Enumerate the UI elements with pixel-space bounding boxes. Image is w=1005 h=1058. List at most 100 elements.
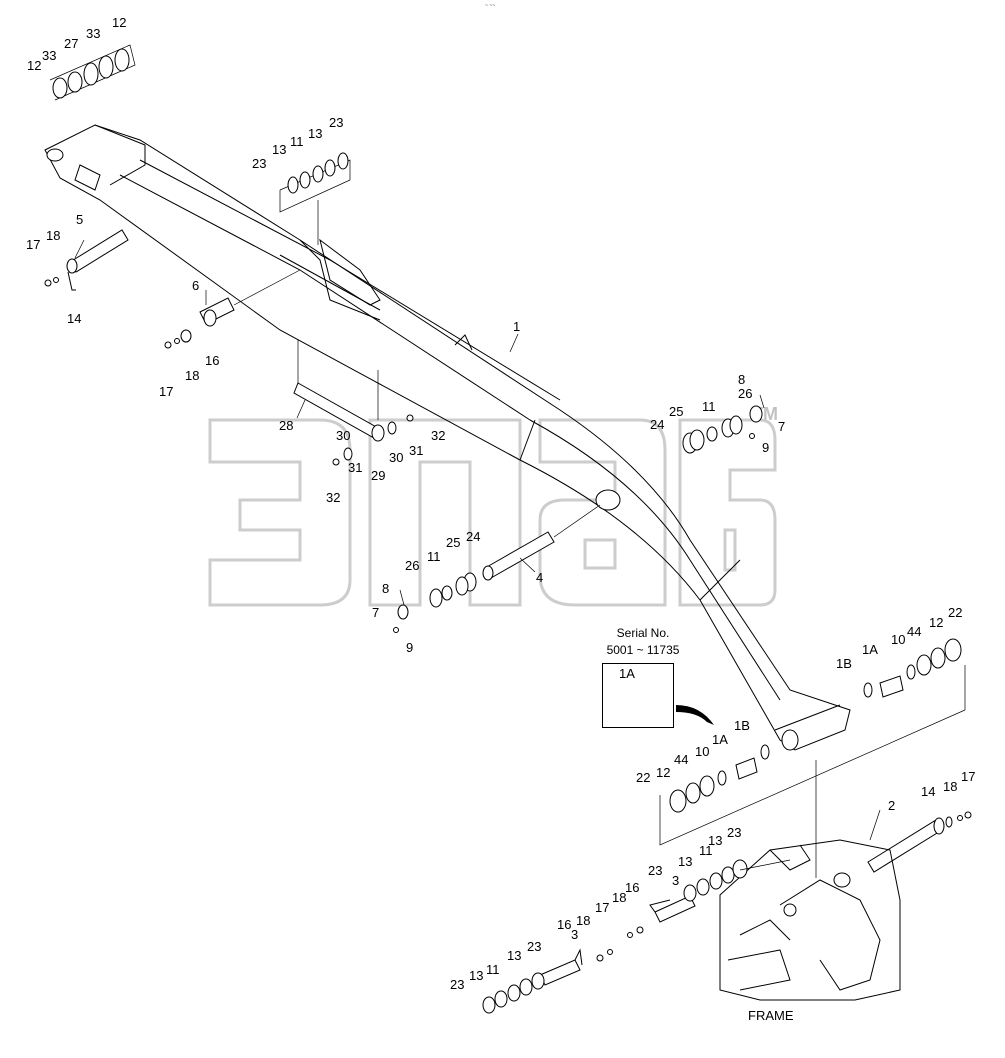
part-label-17: 17 xyxy=(26,237,40,252)
pin-4 xyxy=(393,504,601,633)
part-label-13: 13 xyxy=(308,126,322,141)
part-label-11: 11 xyxy=(486,962,500,977)
part-label-26: 26 xyxy=(738,386,752,401)
part-label-17: 17 xyxy=(159,384,173,399)
part-label-33: 33 xyxy=(42,48,56,63)
washer-group-top-left xyxy=(49,44,136,101)
part-labels: 1233273312231311132351718146161817128303… xyxy=(26,15,975,992)
part-label-12: 12 xyxy=(929,615,943,630)
part-label-13: 13 xyxy=(708,833,722,848)
part-label-29: 29 xyxy=(371,468,385,483)
part-label-16: 16 xyxy=(205,353,219,368)
part-label-28: 28 xyxy=(279,418,293,433)
serial-line-1: Serial No. xyxy=(616,626,670,640)
part-label-7: 7 xyxy=(372,605,379,620)
part-label-23: 23 xyxy=(450,977,464,992)
serial-callout-text: Serial No. 5001 ~ 11735 xyxy=(588,625,698,659)
part-label-17: 17 xyxy=(961,769,975,784)
part-label-31: 31 xyxy=(409,443,423,458)
part-label-30: 30 xyxy=(336,428,350,443)
part-label-24: 24 xyxy=(650,417,664,432)
header-mark: ~ ~~ xyxy=(485,3,496,9)
callout-part-label: 1A xyxy=(619,666,635,681)
part-label-12: 12 xyxy=(656,765,670,780)
part-label-18: 18 xyxy=(46,228,60,243)
serial-callout-box: 1A xyxy=(602,663,674,728)
part-label-1b: 1B xyxy=(734,718,750,733)
part-label-18: 18 xyxy=(612,890,626,905)
part-label-17: 17 xyxy=(595,900,609,915)
part-label-11: 11 xyxy=(290,134,304,149)
washer-group-top-middle xyxy=(279,152,351,245)
part-label-12: 12 xyxy=(27,58,41,73)
part-label-24: 24 xyxy=(466,529,480,544)
part-label-4: 4 xyxy=(536,570,543,585)
part-label-23: 23 xyxy=(648,863,662,878)
part-label-1b: 1B xyxy=(836,656,852,671)
part-label-13: 13 xyxy=(469,968,483,983)
pin-6 xyxy=(164,269,301,349)
part-label-44: 44 xyxy=(674,752,688,767)
part-label-14: 14 xyxy=(921,784,935,799)
part-label-1: 1 xyxy=(513,319,520,334)
part-label-8: 8 xyxy=(738,372,745,387)
part-label-33: 33 xyxy=(86,26,100,41)
frame-label: FRAME xyxy=(748,1008,794,1023)
part-label-31: 31 xyxy=(348,460,362,475)
part-label-1a: 1A xyxy=(712,732,728,747)
part-label-3: 3 xyxy=(672,873,679,888)
part-label-13: 13 xyxy=(678,854,692,869)
part-label-9: 9 xyxy=(762,440,769,455)
part-label-13: 13 xyxy=(272,142,286,157)
part-label-23: 23 xyxy=(727,825,741,840)
part-label-23: 23 xyxy=(527,939,541,954)
part-label-11: 11 xyxy=(427,549,441,564)
part-label-6: 6 xyxy=(192,278,199,293)
pin-5 xyxy=(44,229,129,291)
part-label-22: 22 xyxy=(948,605,962,620)
part-label-11: 11 xyxy=(699,843,713,858)
part-label-13: 13 xyxy=(507,948,521,963)
part-label-32: 32 xyxy=(326,490,340,505)
part-label-5: 5 xyxy=(76,212,83,227)
pin-28 xyxy=(293,340,414,466)
watermark: TM xyxy=(208,404,778,607)
part-label-32: 32 xyxy=(431,428,445,443)
callout-arrow xyxy=(676,705,714,725)
part-label-3: 3 xyxy=(571,927,578,942)
part-label-18: 18 xyxy=(185,368,199,383)
part-label-18: 18 xyxy=(943,779,957,794)
part-label-2: 2 xyxy=(888,798,895,813)
part-label-11: 11 xyxy=(702,399,716,414)
part-label-16: 16 xyxy=(557,917,571,932)
pin-parts-right-upper xyxy=(682,394,765,454)
part-label-9: 9 xyxy=(406,640,413,655)
part-label-1a: 1A xyxy=(862,642,878,657)
part-label-8: 8 xyxy=(382,581,389,596)
serial-line-2: 5001 ~ 11735 xyxy=(606,643,680,657)
frame xyxy=(719,839,901,1001)
part-label-25: 25 xyxy=(669,404,683,419)
pin-2 xyxy=(867,811,972,873)
part-label-25: 25 xyxy=(446,535,460,550)
part-label-26: 26 xyxy=(405,558,419,573)
part-label-18: 18 xyxy=(576,913,590,928)
boom-body xyxy=(44,124,851,751)
pin-3-assemblies xyxy=(482,859,791,1014)
part-label-10: 10 xyxy=(891,632,905,647)
part-label-27: 27 xyxy=(64,36,78,51)
part-label-7: 7 xyxy=(778,419,785,434)
part-label-16: 16 xyxy=(625,880,639,895)
foot-bushings xyxy=(659,638,966,878)
part-label-23: 23 xyxy=(329,115,343,130)
part-label-10: 10 xyxy=(695,744,709,759)
leader-lines xyxy=(74,239,881,841)
part-label-22: 22 xyxy=(636,770,650,785)
part-label-30: 30 xyxy=(389,450,403,465)
part-label-23: 23 xyxy=(252,156,266,171)
part-label-44: 44 xyxy=(907,624,921,639)
part-label-12: 12 xyxy=(112,15,126,30)
part-label-14: 14 xyxy=(67,311,81,326)
